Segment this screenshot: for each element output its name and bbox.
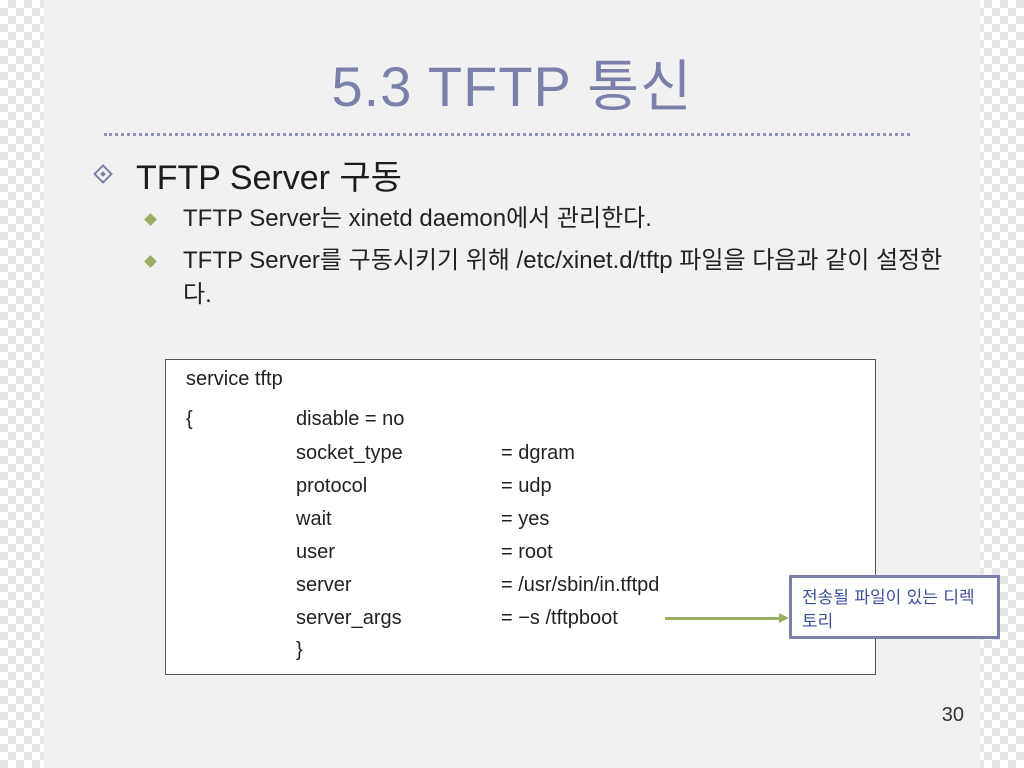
config-key: user	[296, 541, 335, 563]
diamond-bullet-icon	[144, 255, 157, 268]
callout-box: 전송될 파일이 있는 디렉토리	[789, 575, 1000, 639]
config-key: server_args	[296, 607, 402, 629]
main-bullet-text: TFTP Server 구동	[136, 158, 402, 197]
slide-title: 5.3 TFTP 통신	[331, 55, 693, 118]
diamond-bullet-icon	[144, 213, 157, 226]
config-key: server	[296, 574, 352, 596]
config-value: = root	[501, 541, 553, 563]
callout-text: 전송될 파일이 있는 디렉토리	[802, 588, 975, 632]
config-header: service tftp	[186, 368, 283, 390]
config-close-brace: }	[296, 639, 303, 661]
config-code-box: service tftp { disable = no socket_type …	[165, 359, 876, 675]
title-divider	[104, 133, 910, 136]
config-key: protocol	[296, 475, 368, 497]
callout-arrow-line	[665, 617, 785, 620]
config-value: = /usr/sbin/in.tftpd	[501, 574, 660, 596]
config-value: = dgram	[501, 442, 575, 464]
config-value: = udp	[501, 475, 552, 497]
config-open-brace: {	[186, 408, 193, 430]
sub-bullet-text: TFTP Server를 구동시키기 위해 /etc/xinet.d/tftp …	[183, 247, 943, 308]
sub-bullet-2: TFTP Server를 구동시키기 위해 /etc/xinet.d/tftp …	[144, 244, 953, 312]
sub-bullet-text: TFTP Server는 xinetd daemon에서 관리한다.	[183, 205, 652, 232]
config-key: wait	[296, 508, 332, 530]
sub-bullet-1: TFTP Server는 xinetd daemon에서 관리한다.	[144, 202, 953, 236]
config-value: = yes	[501, 508, 550, 530]
config-value: = −s /tftpboot	[501, 607, 618, 629]
config-line-disable: disable = no	[296, 408, 405, 430]
main-bullet: TFTP Server 구동	[92, 154, 402, 197]
arrow-right-icon	[779, 613, 789, 623]
config-key: socket_type	[296, 442, 403, 464]
page-number: 30	[941, 704, 964, 726]
diamond-bullet-icon	[93, 164, 113, 184]
